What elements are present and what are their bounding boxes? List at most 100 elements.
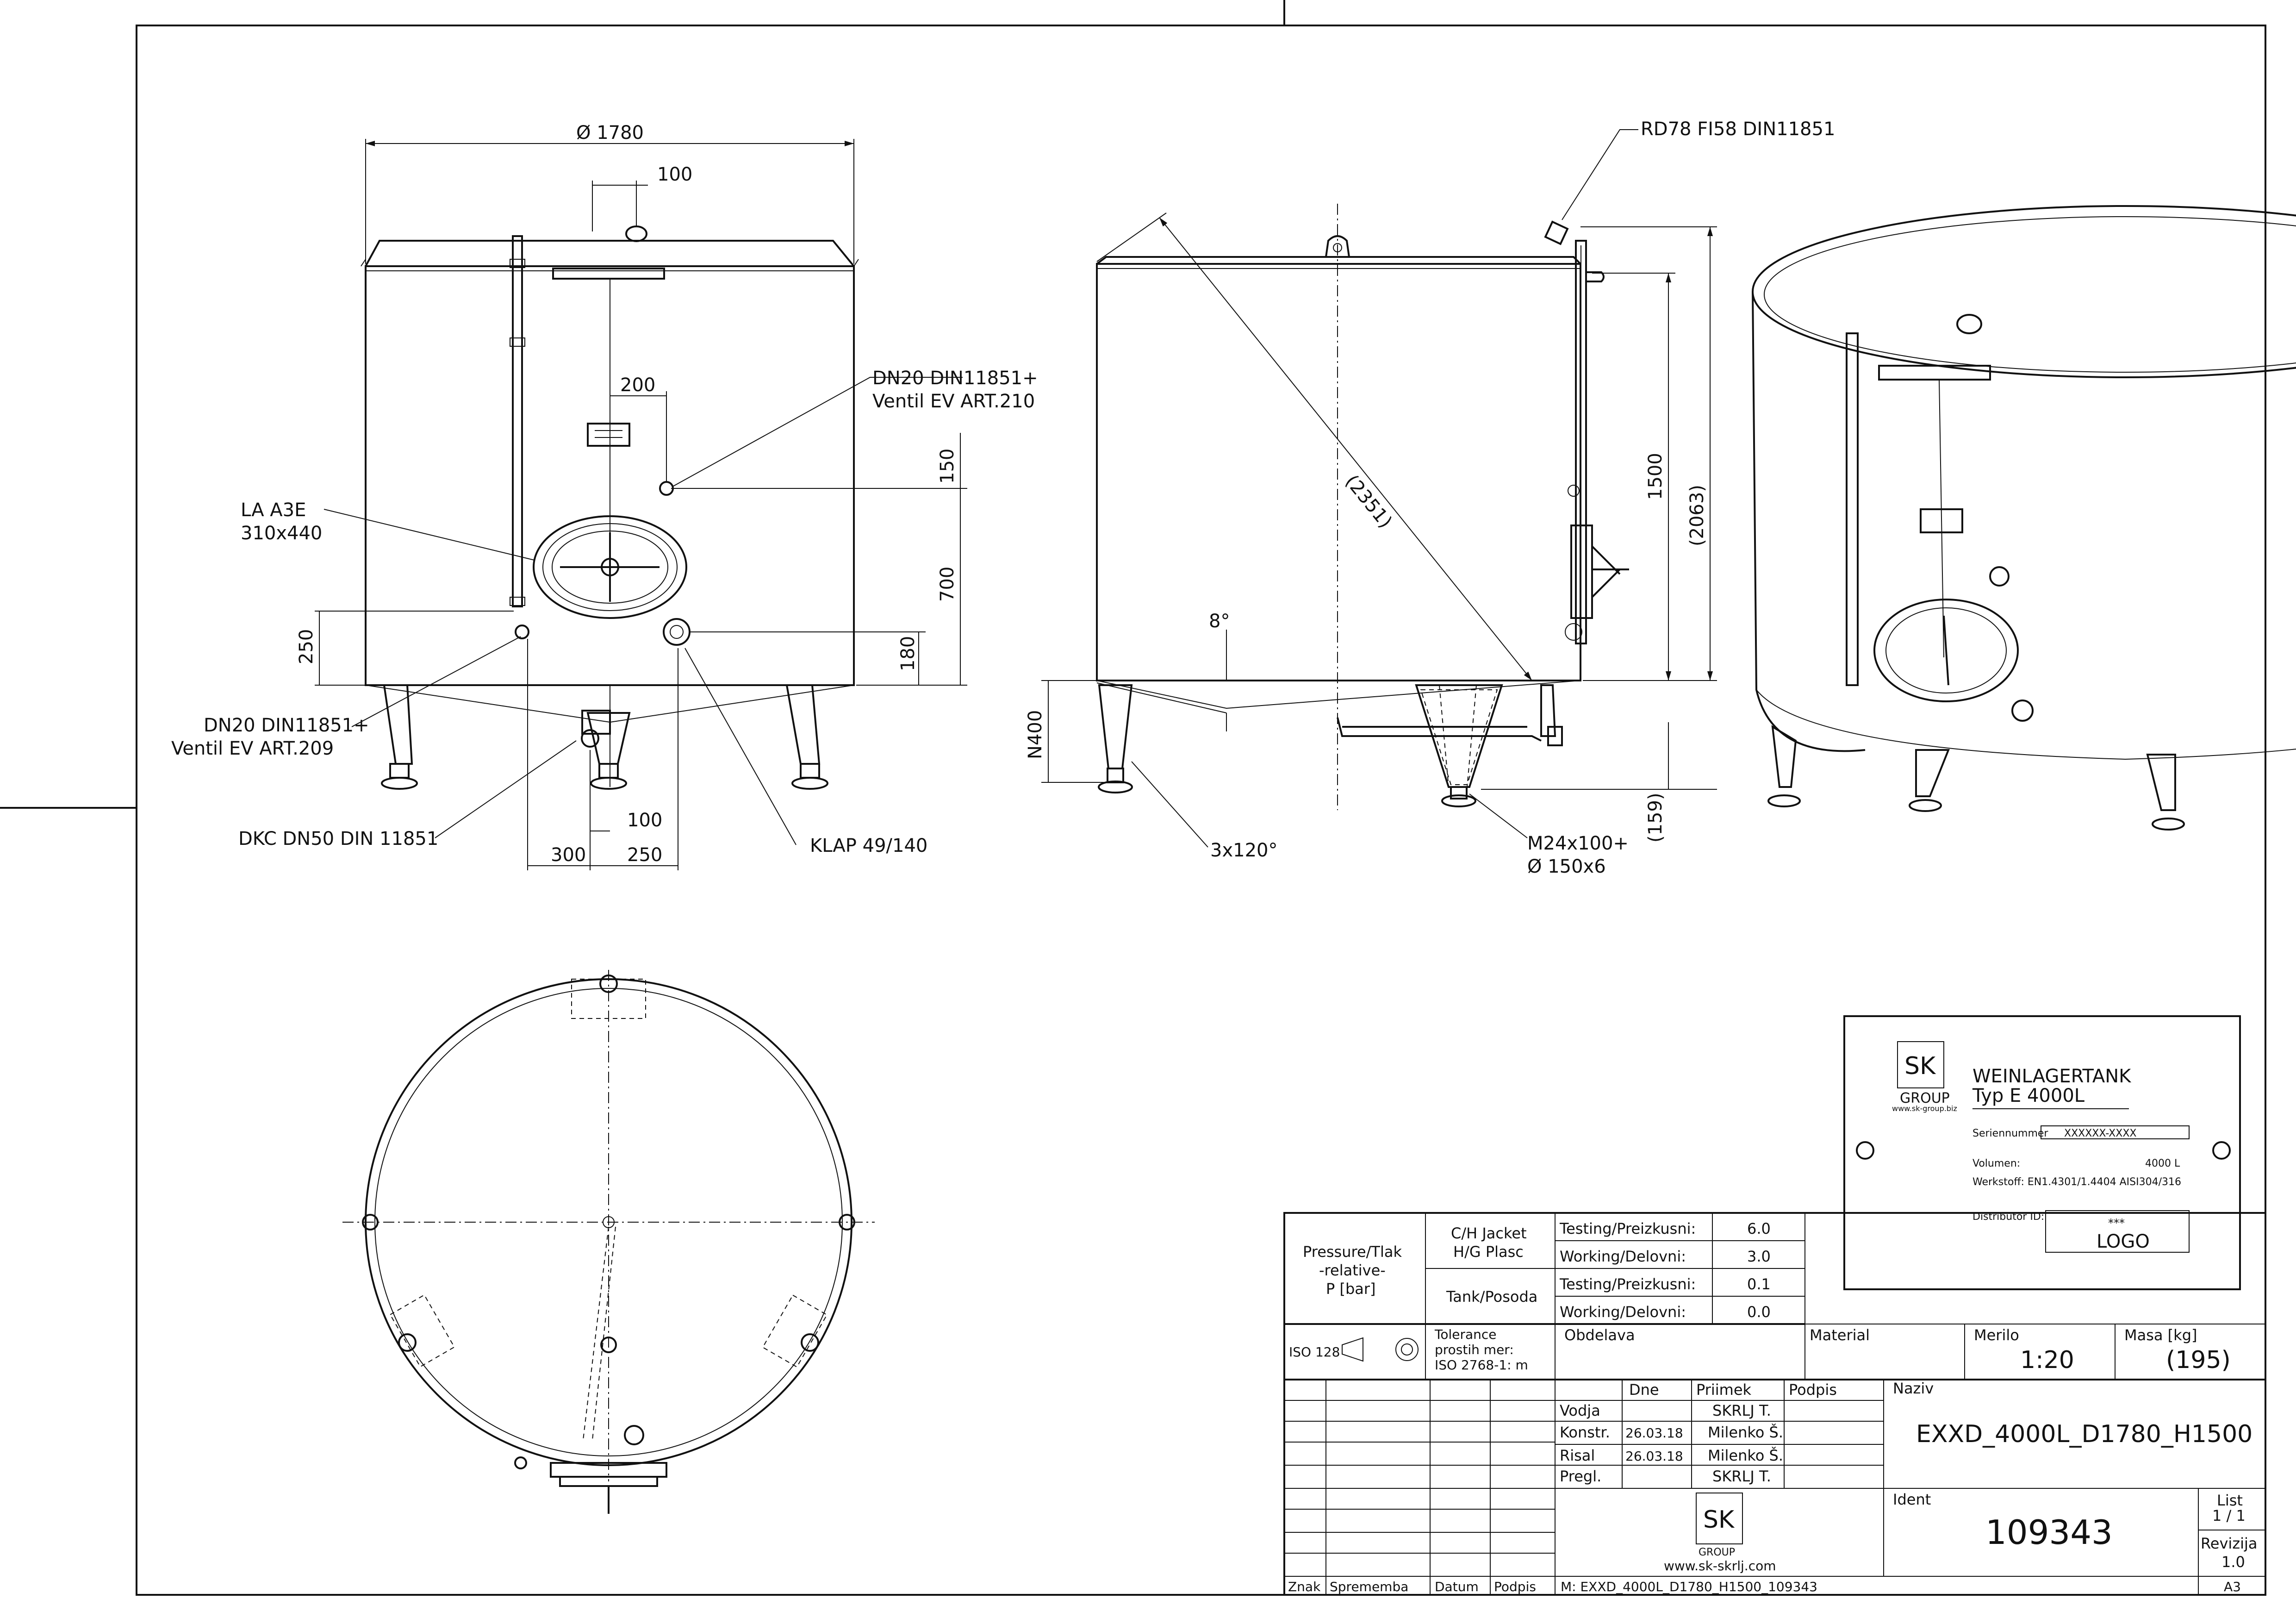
tb-row-risal-name: Milenko Š.: [1708, 1446, 1783, 1464]
tb-row-pregl-role: Pregl.: [1560, 1468, 1601, 1485]
tb-masa-value: (195): [2166, 1346, 2231, 1374]
callout-dn20-209-line2: Ventil EV ART.209: [171, 738, 334, 759]
tb-jacket-line1: C/H Jacket: [1451, 1224, 1527, 1242]
dim-200: 200: [620, 375, 655, 396]
tb-ident-value: 109343: [1985, 1513, 2113, 1552]
nameplate-title: WEINLAGERTANK: [1972, 1066, 2132, 1087]
tb-pressure-row2-label: Working/Delovni:: [1560, 1248, 1686, 1265]
tb-row-pregl-name: SKRLJ T.: [1712, 1468, 1771, 1485]
dim-159: (159): [1645, 793, 1666, 843]
tb-pressure-row4-value: 0.0: [1747, 1303, 1771, 1321]
dim-2063: (2063): [1686, 485, 1708, 546]
dim-1500: 1500: [1645, 453, 1666, 500]
tb-col-dne: Dne: [1629, 1381, 1659, 1399]
nameplate-logo-placeholder: LOGO: [2097, 1231, 2150, 1252]
callout-rd78: RD78 FI58 DIN11851: [1641, 119, 1835, 140]
callout-legs: 3x120°: [1210, 840, 1277, 861]
tb-format: A3: [2224, 1579, 2241, 1594]
tb-revizija-value: 1.0: [2221, 1553, 2245, 1571]
tb-company-web: www.sk-skrlj.com: [1664, 1558, 1776, 1574]
tb-iso: ISO 128: [1289, 1344, 1340, 1360]
tb-pressure-row1-label: Testing/Preizkusni:: [1559, 1220, 1696, 1237]
tb-col-priimek: Priimek: [1696, 1381, 1752, 1399]
tb-pressure-row4-label: Working/Delovni:: [1560, 1303, 1686, 1321]
dim-700: 700: [937, 567, 958, 602]
nameplate-distributor-dots: ***: [2108, 1217, 2125, 1230]
nameplate: SK GROUP www.sk-group.biz WEINLAGERTANK …: [1843, 1015, 2241, 1290]
tb-pressure-line3: P [bar]: [1326, 1280, 1376, 1298]
tb-row-risal-role: Risal: [1560, 1447, 1595, 1464]
dim-100-bottom: 100: [627, 810, 662, 831]
tb-row-vodja-name: SKRLJ T.: [1712, 1402, 1771, 1419]
tb-pressure-row3-value: 0.1: [1747, 1275, 1771, 1293]
tb-pressure-line1: Pressure/Tlak: [1303, 1243, 1402, 1261]
tb-tolerance-line1: Tolerance: [1434, 1327, 1497, 1342]
dim-150: 150: [937, 449, 958, 484]
tb-pressure-row3-label: Testing/Preizkusni:: [1559, 1275, 1696, 1293]
tb-pressure-row1-value: 6.0: [1747, 1220, 1771, 1237]
tb-col-sprememba: Sprememba: [1330, 1579, 1408, 1594]
dim-250-bottom: 250: [627, 844, 662, 866]
tb-list-value: 1 / 1: [2212, 1507, 2246, 1524]
callout-la-line1: LA A3E: [241, 500, 306, 521]
callout-la-line2: 310x440: [241, 523, 322, 544]
nameplate-material: Werkstoff: EN1.4301/1.4404 AISI304/316: [1972, 1176, 2181, 1188]
nameplate-serial-value: XXXXXX-XXXX: [2064, 1128, 2136, 1139]
dim-n400: N400: [1025, 710, 1046, 759]
tb-tolerance-line3: ISO 2768-1: m: [1435, 1357, 1528, 1373]
callout-dkc: DKC DN50 DIN 11851: [238, 828, 438, 849]
tb-jacket-line2: H/G Plasc: [1453, 1243, 1524, 1261]
tb-row-konstr-name: Milenko Š.: [1708, 1423, 1783, 1441]
side-view: (2351) 1500 (2063) (159) N400: [1025, 119, 1835, 877]
front-view: Ø 1780 100 200 150 700 180 250 100 300 2…: [171, 122, 1038, 870]
top-view: [342, 970, 875, 1514]
nameplate-type: Typ E 4000L: [1972, 1085, 2085, 1106]
tb-tank: Tank/Posoda: [1446, 1288, 1537, 1305]
nameplate-volume-label: Volumen:: [1972, 1158, 2020, 1169]
dim-100-top: 100: [657, 164, 692, 185]
callout-klap: KLAP 49/140: [810, 835, 927, 856]
callout-dn20-209-line1: DN20 DIN11851+: [204, 715, 369, 736]
callout-dn20-210-line1: DN20 DIN11851+: [872, 368, 1038, 389]
tb-obdelava: Obdelava: [1564, 1326, 1635, 1344]
nameplate-brand-logo: SK: [1904, 1052, 1936, 1080]
nameplate-website: www.sk-group.biz: [1892, 1104, 1957, 1113]
tb-file-ref: M: EXXD_4000L_D1780_H1500_109343: [1561, 1579, 1817, 1594]
callout-m24-line1: M24x100+: [1527, 833, 1629, 854]
tb-col-podpis-sign: Podpis: [1789, 1381, 1837, 1399]
isometric-view: [1752, 205, 2296, 831]
tb-company-logo: SK: [1703, 1506, 1735, 1534]
tb-naziv-label: Naziv: [1893, 1380, 1934, 1397]
callout-dn20-210-line2: Ventil EV ART.210: [872, 391, 1035, 412]
dim-180: 180: [897, 636, 919, 671]
tb-col-datum: Datum: [1435, 1579, 1479, 1594]
drawing-frame: [0, 0, 2266, 1596]
tb-company-sub: GROUP: [1699, 1547, 1735, 1558]
tb-naziv-value: EXXD_4000L_D1780_H1500: [1916, 1420, 2252, 1448]
tb-ident-label: Ident: [1893, 1491, 1931, 1508]
nameplate-serial-label: Seriennummer: [1972, 1128, 2048, 1139]
title-block: Pressure/Tlak -relative- P [bar] C/H Jac…: [1283, 1212, 2266, 1596]
tb-row-vodja-role: Vodja: [1560, 1402, 1600, 1419]
tb-row-konstr-role: Konstr.: [1560, 1424, 1610, 1441]
tb-material: Material: [1810, 1326, 1870, 1344]
dim-250-left: 250: [296, 629, 317, 664]
tb-col-znak: Znak: [1288, 1579, 1321, 1594]
tb-merilo-label: Merilo: [1974, 1326, 2019, 1344]
nameplate-brand-sub: GROUP: [1900, 1090, 1950, 1106]
tb-row-konstr-date: 26.03.18: [1625, 1425, 1683, 1441]
dim-diameter-front: Ø 1780: [576, 122, 644, 144]
dim-300: 300: [551, 844, 586, 866]
callout-m24-line2: Ø 150x6: [1527, 856, 1606, 877]
tb-pressure-line2: -relative-: [1319, 1262, 1386, 1279]
nameplate-volume-value: 4000 L: [2145, 1158, 2180, 1169]
tb-col-podpis: Podpis: [1494, 1579, 1536, 1594]
tb-pressure-row2-value: 3.0: [1747, 1248, 1771, 1265]
tb-row-risal-date: 26.03.18: [1625, 1449, 1683, 1464]
dim-8-degree: 8°: [1209, 611, 1230, 632]
tb-masa-label: Masa [kg]: [2124, 1326, 2197, 1344]
tb-list-label: List: [2217, 1492, 2243, 1509]
tb-tolerance-line2: prostih mer:: [1435, 1342, 1514, 1357]
tb-revizija-label: Revizija: [2201, 1535, 2258, 1552]
